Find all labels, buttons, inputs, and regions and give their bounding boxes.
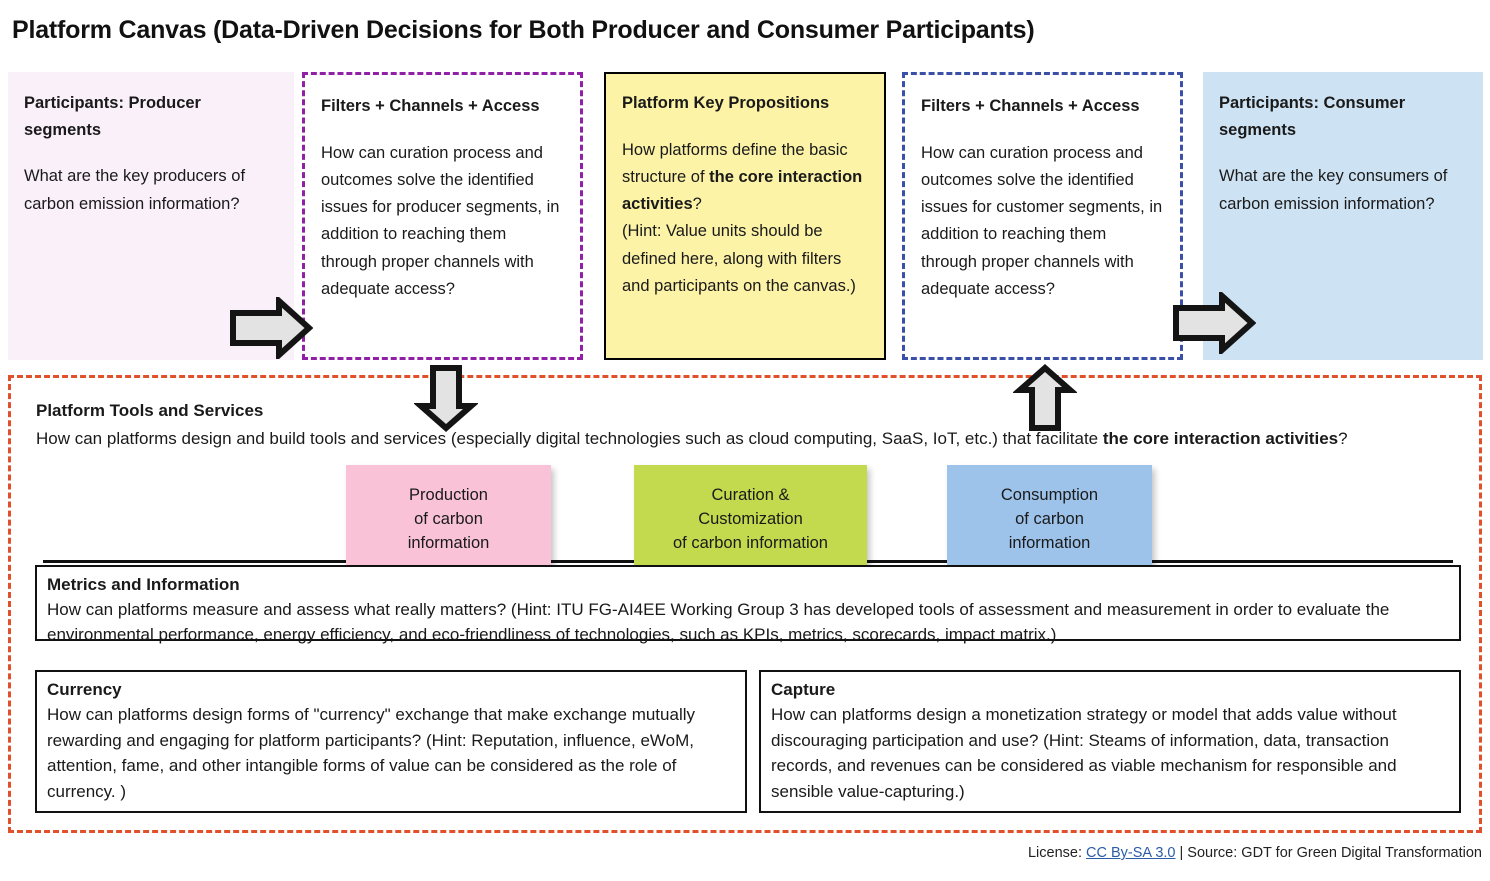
license-prefix: License: [1027,845,1087,861]
kp-text-hint: (Hint: Value units should be defined her… [622,222,856,295]
pt-text-part1: How can platforms design and build tools… [36,429,1103,448]
page-title: Platform Canvas (Data-Driven Decisions f… [12,16,1035,44]
panel-participants-consumer: Participants: Consumer segments What are… [1203,72,1483,360]
kp-text-bold: the core interaction activities [622,167,863,214]
arrow-right-icon-filters-to-consumer [1173,292,1256,354]
platform-tools-body: How can platforms design and build tools… [36,426,1448,452]
platform-tools-heading: Platform Tools and Services [36,401,264,420]
capture-heading: Capture [771,680,836,699]
footer-license: License: CC By-SA 3.0 | Source: GDT for … [1028,845,1482,861]
sticky-consumption-line-3: information [1008,533,1091,552]
panel-heading-filters-right: Filters + Channels + Access [921,97,1140,115]
panel-body-consumer: What are the key consumers of carbon emi… [1219,167,1448,213]
panel-body-filters-left: How can curation process and outcomes so… [321,143,560,298]
capture-box: Capture How can platforms design a monet… [759,670,1461,813]
pt-text-bold: the core interaction activities [1102,429,1339,448]
panel-heading-key-propositions: Platform Key Propositions [622,94,830,112]
kp-text-part1: How platforms define the basic structure… [622,140,848,186]
license-link[interactable]: CC By-SA 3.0 [1086,845,1176,861]
kp-text-part2: ? [692,195,702,214]
sticky-note-consumption: Consumption of carbon information [947,465,1152,575]
sticky-curation-line-2: Customization [698,510,803,529]
metrics-body: How can platforms measure and assess wha… [47,599,1390,645]
metrics-heading: Metrics and Information [47,575,240,594]
sticky-curation-line-3: of carbon information [672,533,828,552]
sticky-production-line-3: information [407,533,490,552]
pt-text-part2: ? [1338,429,1348,448]
currency-heading: Currency [47,680,122,699]
sticky-production-line-1: Production [409,486,488,505]
panel-filters-channels-access-producer: Filters + Channels + Access How can cura… [302,72,583,360]
arrow-down-icon-filters-to-tools [414,365,478,432]
panel-platform-key-propositions: Platform Key Propositions How platforms … [604,72,886,360]
panel-heading-filters-left: Filters + Channels + Access [321,97,540,115]
sticky-note-curation: Curation & Customization of carbon infor… [634,465,867,575]
panel-heading-consumer: Participants: Consumer segments [1219,94,1406,139]
panel-body-filters-right: How can curation process and outcomes so… [921,143,1163,298]
sticky-production-line-2: of carbon [414,510,483,529]
arrow-right-icon-producer-to-filters [230,297,313,359]
source-text: | Source: GDT for Green Digital Transfor… [1175,845,1483,861]
arrow-up-icon-tools-to-filters [1013,364,1077,431]
sticky-curation-line-1: Curation & [711,486,790,505]
panel-heading-producer: Participants: Producer segments [24,94,201,139]
sticky-consumption-line-1: Consumption [1000,486,1099,505]
panel-body-key-propositions: How platforms define the basic structure… [622,137,870,300]
panel-body-producer: What are the key producers of carbon emi… [24,167,246,213]
panel-participants-producer: Participants: Producer segments What are… [8,72,294,360]
panel-filters-channels-access-consumer: Filters + Channels + Access How can cura… [902,72,1183,360]
platform-tools-and-services-container: Platform Tools and Services How can plat… [8,375,1482,833]
currency-box: Currency How can platforms design forms … [35,670,747,813]
sticky-consumption-line-2: of carbon [1015,510,1084,529]
sticky-note-production: Production of carbon information [346,465,551,575]
currency-body: How can platforms design forms of "curre… [47,704,695,802]
metrics-and-information-box: Metrics and Information How can platform… [35,565,1461,644]
capture-body: How can platforms design a monetization … [771,704,1397,802]
